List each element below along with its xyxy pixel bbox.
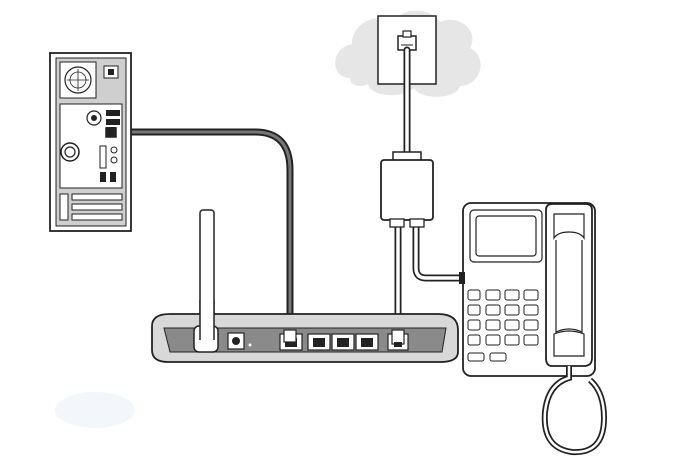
telephone-keypad bbox=[467, 289, 539, 362]
router-lan-port bbox=[331, 333, 355, 351]
telephone-display bbox=[475, 215, 537, 257]
telephone-handset bbox=[545, 203, 593, 367]
telephone-icon bbox=[459, 202, 608, 456]
router-lan-port bbox=[307, 333, 331, 351]
line-splitter-icon bbox=[380, 151, 434, 228]
router-phone-port bbox=[387, 329, 409, 351]
phone-line-telephone bbox=[412, 218, 466, 282]
background-smudge bbox=[55, 392, 135, 428]
router-icon bbox=[151, 209, 459, 363]
pc-tower-icon bbox=[49, 52, 132, 232]
telephone-cord bbox=[541, 366, 608, 456]
router-lan-port bbox=[355, 333, 379, 351]
